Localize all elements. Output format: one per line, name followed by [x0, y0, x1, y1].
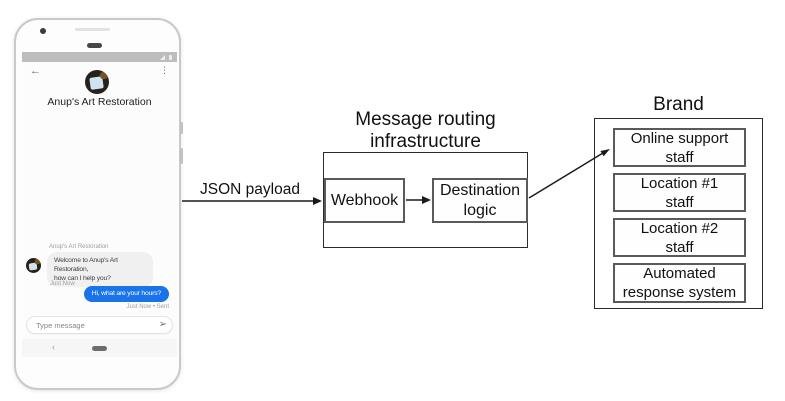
back-arrow-icon[interactable]: ← [30, 65, 41, 77]
box-label-line2: staff [665, 148, 694, 166]
volume-button [180, 122, 183, 134]
destination-to-brand-arrow [528, 152, 604, 199]
outgoing-message-bubble: Hi, what are your hours? [83, 286, 169, 302]
message-input[interactable] [26, 316, 173, 334]
power-button [180, 148, 183, 164]
brand-container-box [594, 118, 763, 309]
routing-title: Message routing infrastructure [355, 109, 496, 152]
box-label-line1: Location #1 [640, 174, 719, 192]
brand-title: Brand [653, 94, 704, 115]
automated-response-system-box: Automated response system [613, 263, 746, 303]
box-label-line1: Online support [630, 129, 729, 147]
phone-screen: ← ⋮ Anup's Art Restoration Anup's Art Re… [22, 52, 177, 357]
overflow-menu-icon[interactable]: ⋮ [160, 65, 169, 75]
business-avatar [85, 70, 109, 94]
json-payload-label: JSON payload [200, 181, 300, 198]
incoming-message-line2: how can I help you? [54, 275, 111, 282]
status-bar [22, 52, 177, 62]
speaker-grille [87, 43, 102, 48]
nav-home-pill[interactable] [92, 346, 107, 351]
android-navbar: ‹ [22, 339, 177, 357]
box-label-line2: staff [665, 193, 694, 211]
destination-logic-box: Destination logic [432, 178, 528, 223]
incoming-message-bubble: Welcome to Anup's Art Restoration, how c… [47, 252, 153, 287]
incoming-timestamp: Just Now [50, 281, 75, 287]
box-label-line1: Location #2 [640, 219, 719, 237]
signal-icon [160, 55, 165, 60]
avatar-artwork-detail [35, 259, 41, 264]
json-payload-arrowhead [313, 197, 322, 205]
earpiece-speaker [75, 28, 110, 31]
box-label-line2: response system [622, 284, 737, 301]
box-label-line1: Automated [643, 265, 716, 282]
webhook-box: Webhook [324, 178, 405, 223]
business-title: Anup's Art Restoration [47, 96, 152, 108]
box-label-line2: staff [665, 238, 694, 256]
message-avatar [26, 258, 41, 273]
avatar-artwork-detail [99, 71, 108, 80]
send-icon[interactable]: ➢ [158, 319, 167, 330]
phone-mockup: ← ⋮ Anup's Art Restoration Anup's Art Re… [14, 18, 183, 390]
incoming-message-line1: Welcome to Anup's Art Restoration, [54, 257, 118, 273]
battery-icon [169, 55, 172, 60]
nav-back-icon[interactable]: ‹ [52, 342, 55, 352]
sender-label: Anup's Art Restoration [49, 244, 109, 250]
front-camera [40, 28, 46, 34]
outgoing-timestamp: Just Now • Sent [126, 304, 169, 310]
